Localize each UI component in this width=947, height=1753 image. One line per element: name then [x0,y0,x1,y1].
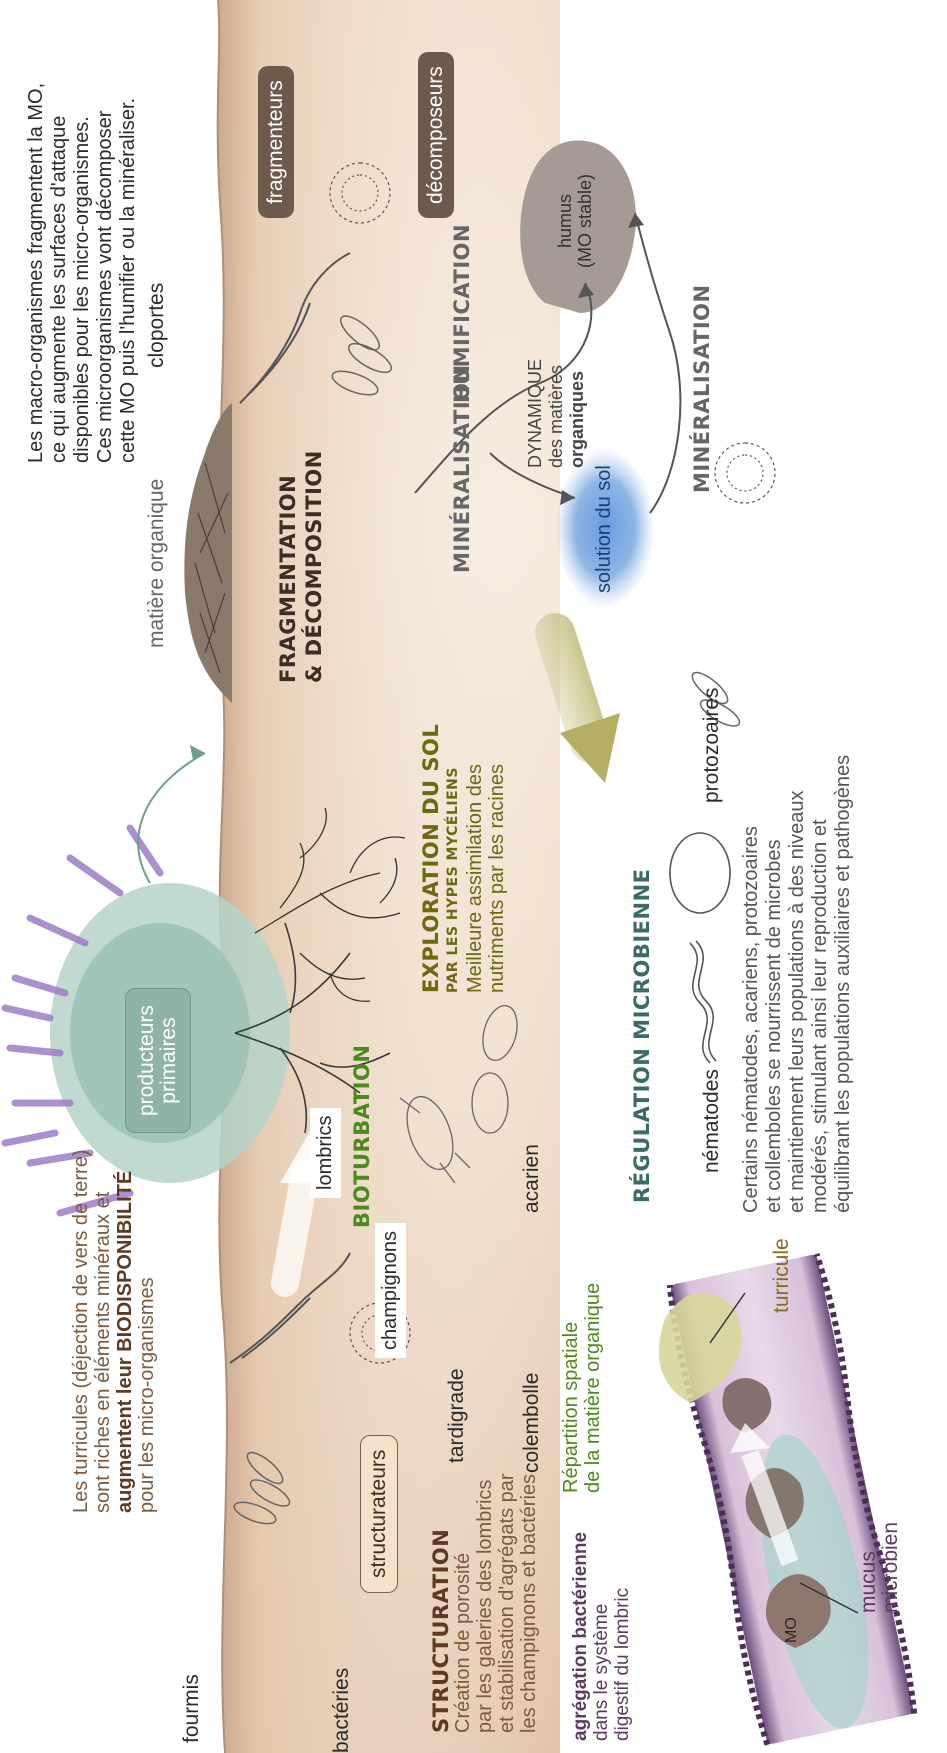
turricules-line: augmentent leur BIODISPONIBILITÉ [114,1150,136,1514]
intro-line: disponibles pour les micro-organismes. [71,83,94,463]
structuration-line: les champignons et bactéries [518,1473,540,1733]
label-bacteries: bactéries [330,1668,354,1753]
agregation-line: dans le système [591,1532,612,1741]
agregation-block: agrégation bactérienne dans le système d… [570,1532,633,1741]
turricules-line: Les turricules (déjection de vers de ter… [70,1150,92,1514]
label-mucus: mucus microbien [858,1522,902,1613]
regulation-line: et maintiennent leurs populations à des … [786,755,809,1213]
regulation-line: et collemboles se nourrissent de microbe… [763,755,786,1213]
mucus-line: microbien [880,1522,902,1613]
turricules-note: Les turricules (déjection de vers de ter… [70,1150,158,1514]
exploration-line: Meilleure assimilation des [464,724,486,993]
pill-decomposeurs: décomposeurs [418,52,454,218]
bioturbation-text: Répartition spatiale de la matière organ… [560,1283,604,1493]
bioturbation-line: de la matière organique [582,1283,604,1493]
label-protozoaires: protozoaires [700,687,724,803]
structuration-block: STRUCTURATION Création de porosité par l… [430,1473,540,1733]
dynamique-line: des matières [546,359,567,468]
humus-label: humus (MO stable) [555,174,595,268]
label-tardigrade: tardigrade [445,1368,469,1463]
intro-line: Les macro-organismes fragmentent la MO, [25,83,48,463]
pill-fragmenteurs: fragmenteurs [258,66,294,218]
heading-bioturbation: BIOTURBATION [350,1045,374,1228]
agregation-line: agrégation bactérienne [570,1532,591,1741]
protozoa-icon [670,833,730,913]
label-colembolle: colembolle [520,1373,544,1473]
label-cloportes: cloportes [145,283,169,368]
label-matiere-organique: matière organique [145,479,169,648]
exploration-line: nutriments par les racines [486,724,508,993]
pill-producteurs: producteurs primaires [125,988,191,1133]
turricules-line: sont riches en éléments minéraux et [92,1150,114,1514]
structuration-line: et stabilisation d'agrégats par [496,1473,518,1733]
regulation-line: Certains nématodes, acariens, protozoair… [740,755,763,1213]
exploration-arrow [555,633,620,783]
humus-label-line: (MO stable) [575,174,595,268]
label-nematodes: nématodes [700,1069,724,1173]
label-champignons: champignons [375,1223,406,1358]
heading-regulation: RÉGULATION MICROBIENNE [630,869,654,1204]
label-turricule: turricule [770,1238,794,1313]
intro-paragraph: Les macro-organismes fragmentent la MO, … [25,83,140,463]
heading-mineralisation-left: MINÉRALISATION [450,364,474,573]
heading-fragmentation-line: FRAGMENTATION [275,450,301,683]
producteurs-line: producteurs [136,1005,158,1116]
regulation-text: Certains nématodes, acariens, protozoair… [740,755,855,1213]
litter-pile-icon [184,403,232,703]
exploration-block: EXPLORATION DU SOL PAR LES HYPES MYCÉLIE… [420,724,508,993]
label-fourmis: fourmis [180,1674,204,1743]
agregation-line: digestif du lombric [612,1532,633,1741]
heading-fragmentation: FRAGMENTATION & DÉCOMPOSITION [275,450,327,683]
intro-line: Ces microorganismes vont décomposer [94,83,117,463]
dynamique-line: DYNAMIQUE [525,359,546,468]
heading-mineralisation-right: MINÉRALISATION [690,284,714,493]
producteurs-line: primaires [158,1005,180,1116]
intro-line: ce qui augmente les surfaces d'attaque [48,83,71,463]
turricules-line: pour les micro-organismes [136,1150,158,1514]
heading-fragmentation-line: & DÉCOMPOSITION [301,450,327,683]
structuration-line: par les galeries des lombrics [474,1473,496,1733]
structuration-line: Création de porosité [452,1473,474,1733]
exploration-subtitle: PAR LES HYPES MYCÉLIENS [442,724,464,993]
structuration-title: STRUCTURATION [430,1473,452,1733]
intro-line: cette MO puis l'humifier ou la minéralis… [117,83,140,463]
dynamique-label: DYNAMIQUE des matières organiques [525,359,588,468]
humus-label-line: humus [555,174,575,268]
bioturbation-line: Répartition spatiale [560,1283,582,1493]
label-solution-du-sol: solution du sol [593,465,616,593]
exploration-title: EXPLORATION DU SOL [420,724,442,993]
label-mo: MO [783,1617,801,1643]
pill-structurateurs: structurateurs [360,1435,398,1593]
regulation-line: modérés, stimulant ainsi leur reproducti… [809,755,832,1213]
label-lombrics: lombrics [310,1108,341,1198]
nematode-icon [690,941,716,1063]
mucus-line: mucus [858,1522,880,1613]
label-acarien: acarien [520,1144,544,1213]
regulation-line: équilibrant les populations auxiliaires … [832,755,855,1213]
dynamique-line: organiques [567,359,588,468]
